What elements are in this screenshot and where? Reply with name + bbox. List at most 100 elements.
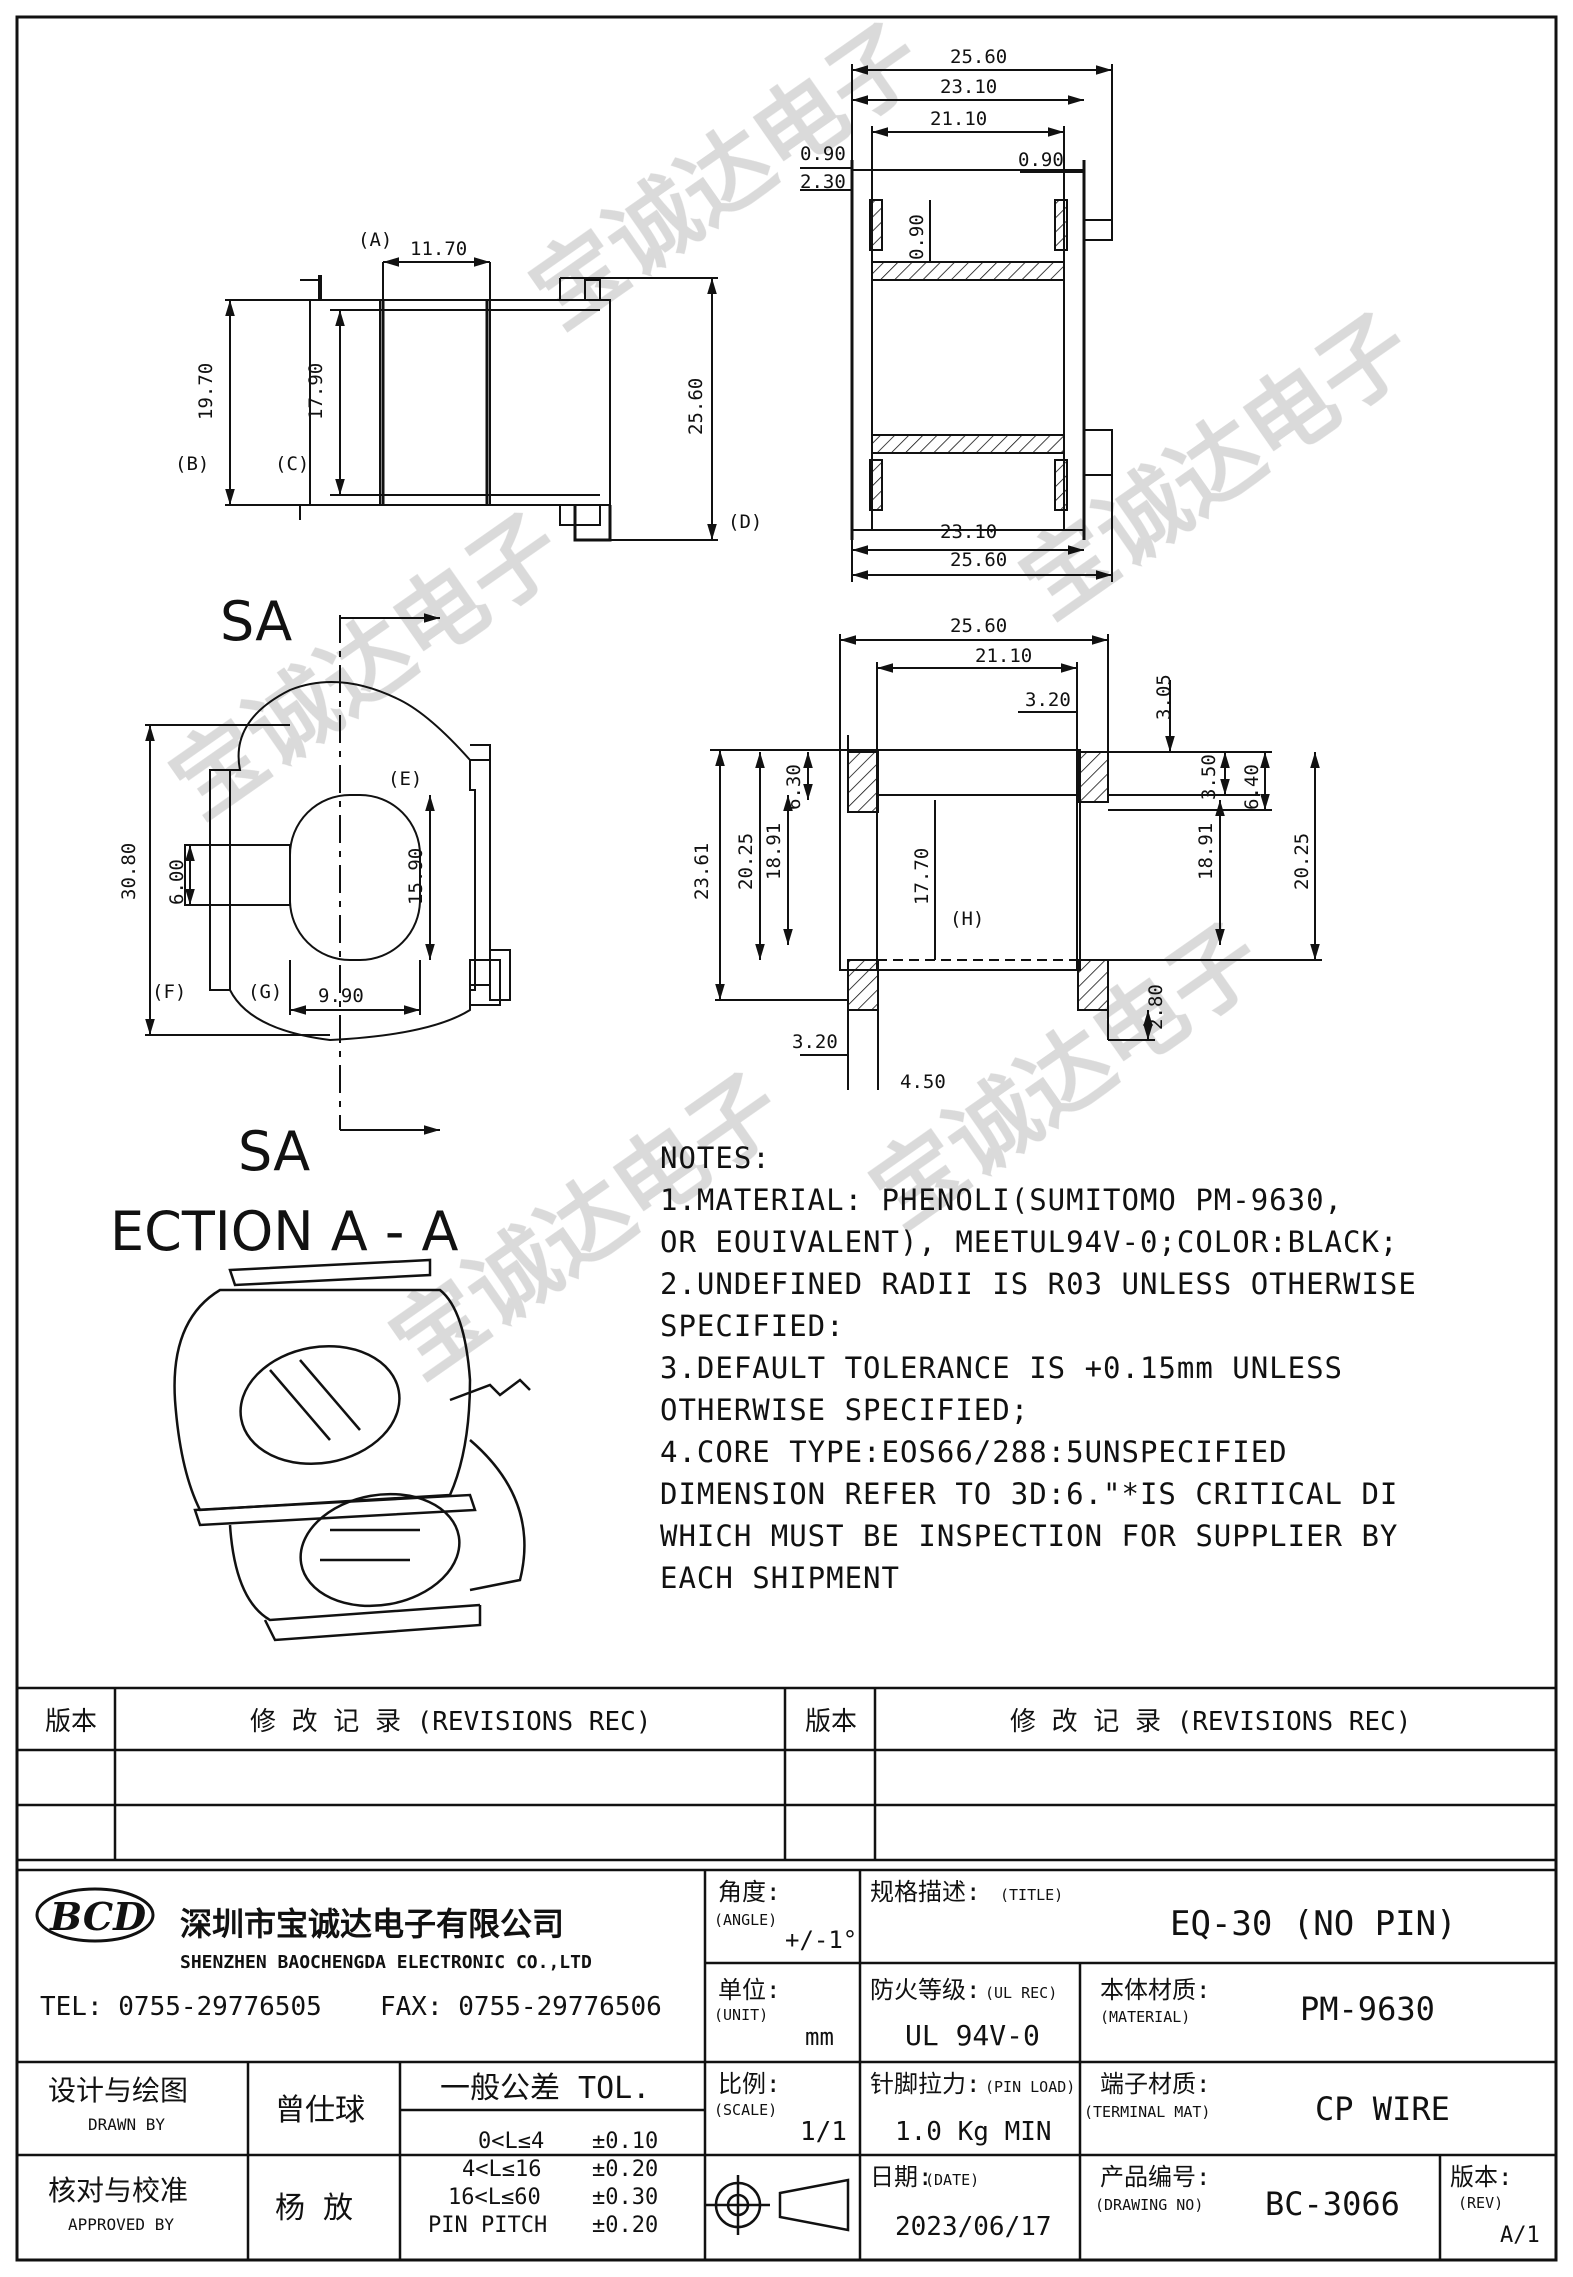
svg-text:EQ-30 (NO PIN): EQ-30 (NO PIN)	[1170, 1904, 1457, 1944]
svg-text:4.CORE TYPE:EOS66/288:5UNSPECI: 4.CORE TYPE:EOS66/288:5UNSPECIFIED	[660, 1435, 1288, 1469]
svg-text:mm: mm	[805, 2023, 834, 2051]
projection-symbol-icon	[706, 2175, 850, 2235]
svg-text:EACH SHIPMENT: EACH SHIPMENT	[660, 1561, 900, 1595]
svg-text:A/1: A/1	[1500, 2223, 1540, 2248]
svg-text:角度:: 角度:	[718, 1878, 780, 1906]
revision-table-labels: 版本 修 改 记 录 (REVISIONS REC) 版本 修 改 记 录 (R…	[45, 1707, 1411, 1737]
svg-text:11.70: 11.70	[410, 238, 467, 260]
company-logo: BCD	[35, 1887, 155, 1943]
svg-text:核对与校准: 核对与校准	[48, 2174, 188, 2207]
svg-text:2023/06/17: 2023/06/17	[895, 2212, 1052, 2242]
svg-text:(B): (B)	[175, 453, 209, 475]
svg-text:防火等级:: 防火等级:	[870, 1976, 980, 2004]
svg-text:设计与绘图: 设计与绘图	[48, 2074, 188, 2107]
svg-text:0.90: 0.90	[800, 143, 846, 165]
svg-text:针脚拉力:: 针脚拉力:	[870, 2070, 980, 2098]
svg-text:曾仕球: 曾仕球	[275, 2093, 365, 2128]
svg-text:端子材质:: 端子材质:	[1100, 2070, 1210, 2098]
svg-text:(E): (E)	[388, 768, 422, 790]
svg-text:3.20: 3.20	[1025, 689, 1071, 711]
svg-text:(TERMINAL MAT): (TERMINAL MAT)	[1084, 2103, 1210, 2121]
top-view	[225, 257, 718, 542]
svg-text:4<L≤16: 4<L≤16	[462, 2157, 541, 2182]
svg-text:PM-9630: PM-9630	[1300, 1990, 1435, 2028]
svg-text:TEL: 0755-29776505: TEL: 0755-29776505	[40, 1992, 322, 2022]
svg-text:23.61: 23.61	[691, 843, 713, 900]
svg-text:3.50: 3.50	[1198, 754, 1220, 800]
svg-text:±0.30: ±0.30	[592, 2185, 658, 2210]
flange-view	[145, 613, 511, 1135]
svg-text:版本: 版本	[45, 1707, 97, 1737]
svg-text:3.DEFAULT TOLERANCE IS +0.15mm: 3.DEFAULT TOLERANCE IS +0.15mm UNLESS	[660, 1351, 1343, 1385]
svg-text:(UL REC): (UL REC)	[985, 1984, 1057, 2002]
notes: NOTES: 1.MATERIAL: PHENOLI(SUMITOMO PM-9…	[660, 1141, 1417, 1595]
svg-text:25.60: 25.60	[950, 615, 1007, 637]
svg-text:25.60: 25.60	[950, 46, 1007, 68]
revision-table	[17, 1686, 1556, 1862]
svg-text:25.60: 25.60	[950, 549, 1007, 571]
svg-text:18.91: 18.91	[1195, 823, 1217, 880]
svg-text:(MATERIAL): (MATERIAL)	[1100, 2008, 1190, 2026]
svg-text:16<L≤60: 16<L≤60	[448, 2185, 541, 2210]
svg-text:18.91: 18.91	[763, 823, 785, 880]
svg-text:(H): (H)	[950, 908, 984, 930]
svg-text:单位:: 单位:	[718, 1976, 780, 2004]
svg-text:SPECIFIED:: SPECIFIED:	[660, 1309, 845, 1343]
svg-text:修 改 记 录 (REVISIONS REC): 修 改 记 录 (REVISIONS REC)	[250, 1707, 651, 1737]
svg-text:修 改 记 录 (REVISIONS REC): 修 改 记 录 (REVISIONS REC)	[1010, 1707, 1411, 1737]
side-view-labels: 25.60 23.10 21.10 0.90 2.30 0.90 0.90 23…	[800, 46, 1064, 571]
svg-text:±0.20: ±0.20	[592, 2213, 658, 2238]
svg-text:(PIN LOAD): (PIN LOAD)	[985, 2078, 1075, 2096]
svg-text:23.10: 23.10	[940, 76, 997, 98]
svg-text:19.70: 19.70	[195, 363, 217, 420]
svg-text:一般公差 TOL.: 一般公差 TOL.	[440, 2071, 650, 2106]
svg-text:2.UNDEFINED RADII IS R03 UNLES: 2.UNDEFINED RADII IS R03 UNLESS OTHERWIS…	[660, 1267, 1417, 1301]
svg-text:(REV): (REV)	[1458, 2194, 1503, 2212]
svg-text:(SCALE): (SCALE)	[714, 2101, 777, 2119]
svg-text:(ANGLE): (ANGLE)	[714, 1911, 777, 1929]
svg-text:17.90: 17.90	[305, 363, 327, 420]
svg-text:+/-1°: +/-1°	[785, 1926, 857, 1954]
svg-text:规格描述:: 规格描述:	[870, 1878, 980, 1906]
svg-text:4.50: 4.50	[900, 1071, 946, 1093]
svg-text:杨 放: 杨 放	[275, 2191, 353, 2226]
svg-text:本体材质:: 本体材质:	[1100, 1976, 1210, 2004]
section-view-labels: 25.60 21.10 3.20 3.05 3.50 6.40 6.30 23.…	[691, 615, 1313, 1093]
svg-text:30.80: 30.80	[118, 843, 140, 900]
isometric-bobbin	[173, 1258, 531, 1642]
svg-text:比例:: 比例:	[718, 2070, 780, 2098]
svg-text:±0.10: ±0.10	[592, 2129, 658, 2154]
svg-text:20.25: 20.25	[1291, 833, 1313, 890]
svg-text:宝诚达电子: 宝诚达电子	[152, 493, 581, 838]
svg-text:APPROVED BY: APPROVED BY	[68, 2215, 174, 2234]
svg-text:0.90: 0.90	[1018, 149, 1064, 171]
title-block-grid	[17, 1868, 1556, 2260]
svg-text:1/1: 1/1	[800, 2117, 847, 2147]
svg-text:9.90: 9.90	[318, 985, 364, 1007]
svg-text:SA: SA	[220, 590, 292, 653]
svg-text:17.70: 17.70	[911, 848, 933, 905]
sheet-border	[15, 15, 1558, 2262]
svg-text:0<L≤4: 0<L≤4	[478, 2129, 544, 2154]
svg-text:(F): (F)	[152, 981, 186, 1003]
svg-text:3.05: 3.05	[1153, 674, 1175, 720]
svg-text:产品编号:: 产品编号:	[1100, 2163, 1210, 2191]
svg-text:20.25: 20.25	[735, 833, 757, 890]
svg-text:宝诚达电子: 宝诚达电子	[512, 3, 941, 348]
flange-view-labels: SA SA ECTION A - A 30.80 6.00 15.90 9.90…	[110, 590, 459, 1263]
svg-text:NOTES:: NOTES:	[660, 1141, 771, 1175]
svg-text:23.10: 23.10	[940, 521, 997, 543]
svg-text:ECTION A - A: ECTION A - A	[110, 1200, 459, 1263]
svg-text:深圳市宝诚达电子有限公司: 深圳市宝诚达电子有限公司	[180, 1905, 564, 1943]
svg-text:(TITLE): (TITLE)	[1000, 1886, 1063, 1904]
svg-text:25.60: 25.60	[685, 378, 707, 435]
svg-text:DRAWN BY: DRAWN BY	[88, 2115, 165, 2134]
svg-text:PIN PITCH: PIN PITCH	[428, 2213, 547, 2238]
side-view	[800, 64, 1113, 582]
svg-text:DIMENSION REFER TO 3D:6."*IS C: DIMENSION REFER TO 3D:6."*IS CRITICAL DI	[660, 1477, 1398, 1511]
svg-text:2.80: 2.80	[1145, 984, 1167, 1030]
svg-text:2.30: 2.30	[800, 171, 846, 193]
svg-text:WHICH MUST BE INSPECTION FOR S: WHICH MUST BE INSPECTION FOR SUPPLIER BY	[660, 1519, 1398, 1553]
svg-text:UL 94V-0: UL 94V-0	[905, 2019, 1040, 2052]
svg-text:21.10: 21.10	[930, 108, 987, 130]
